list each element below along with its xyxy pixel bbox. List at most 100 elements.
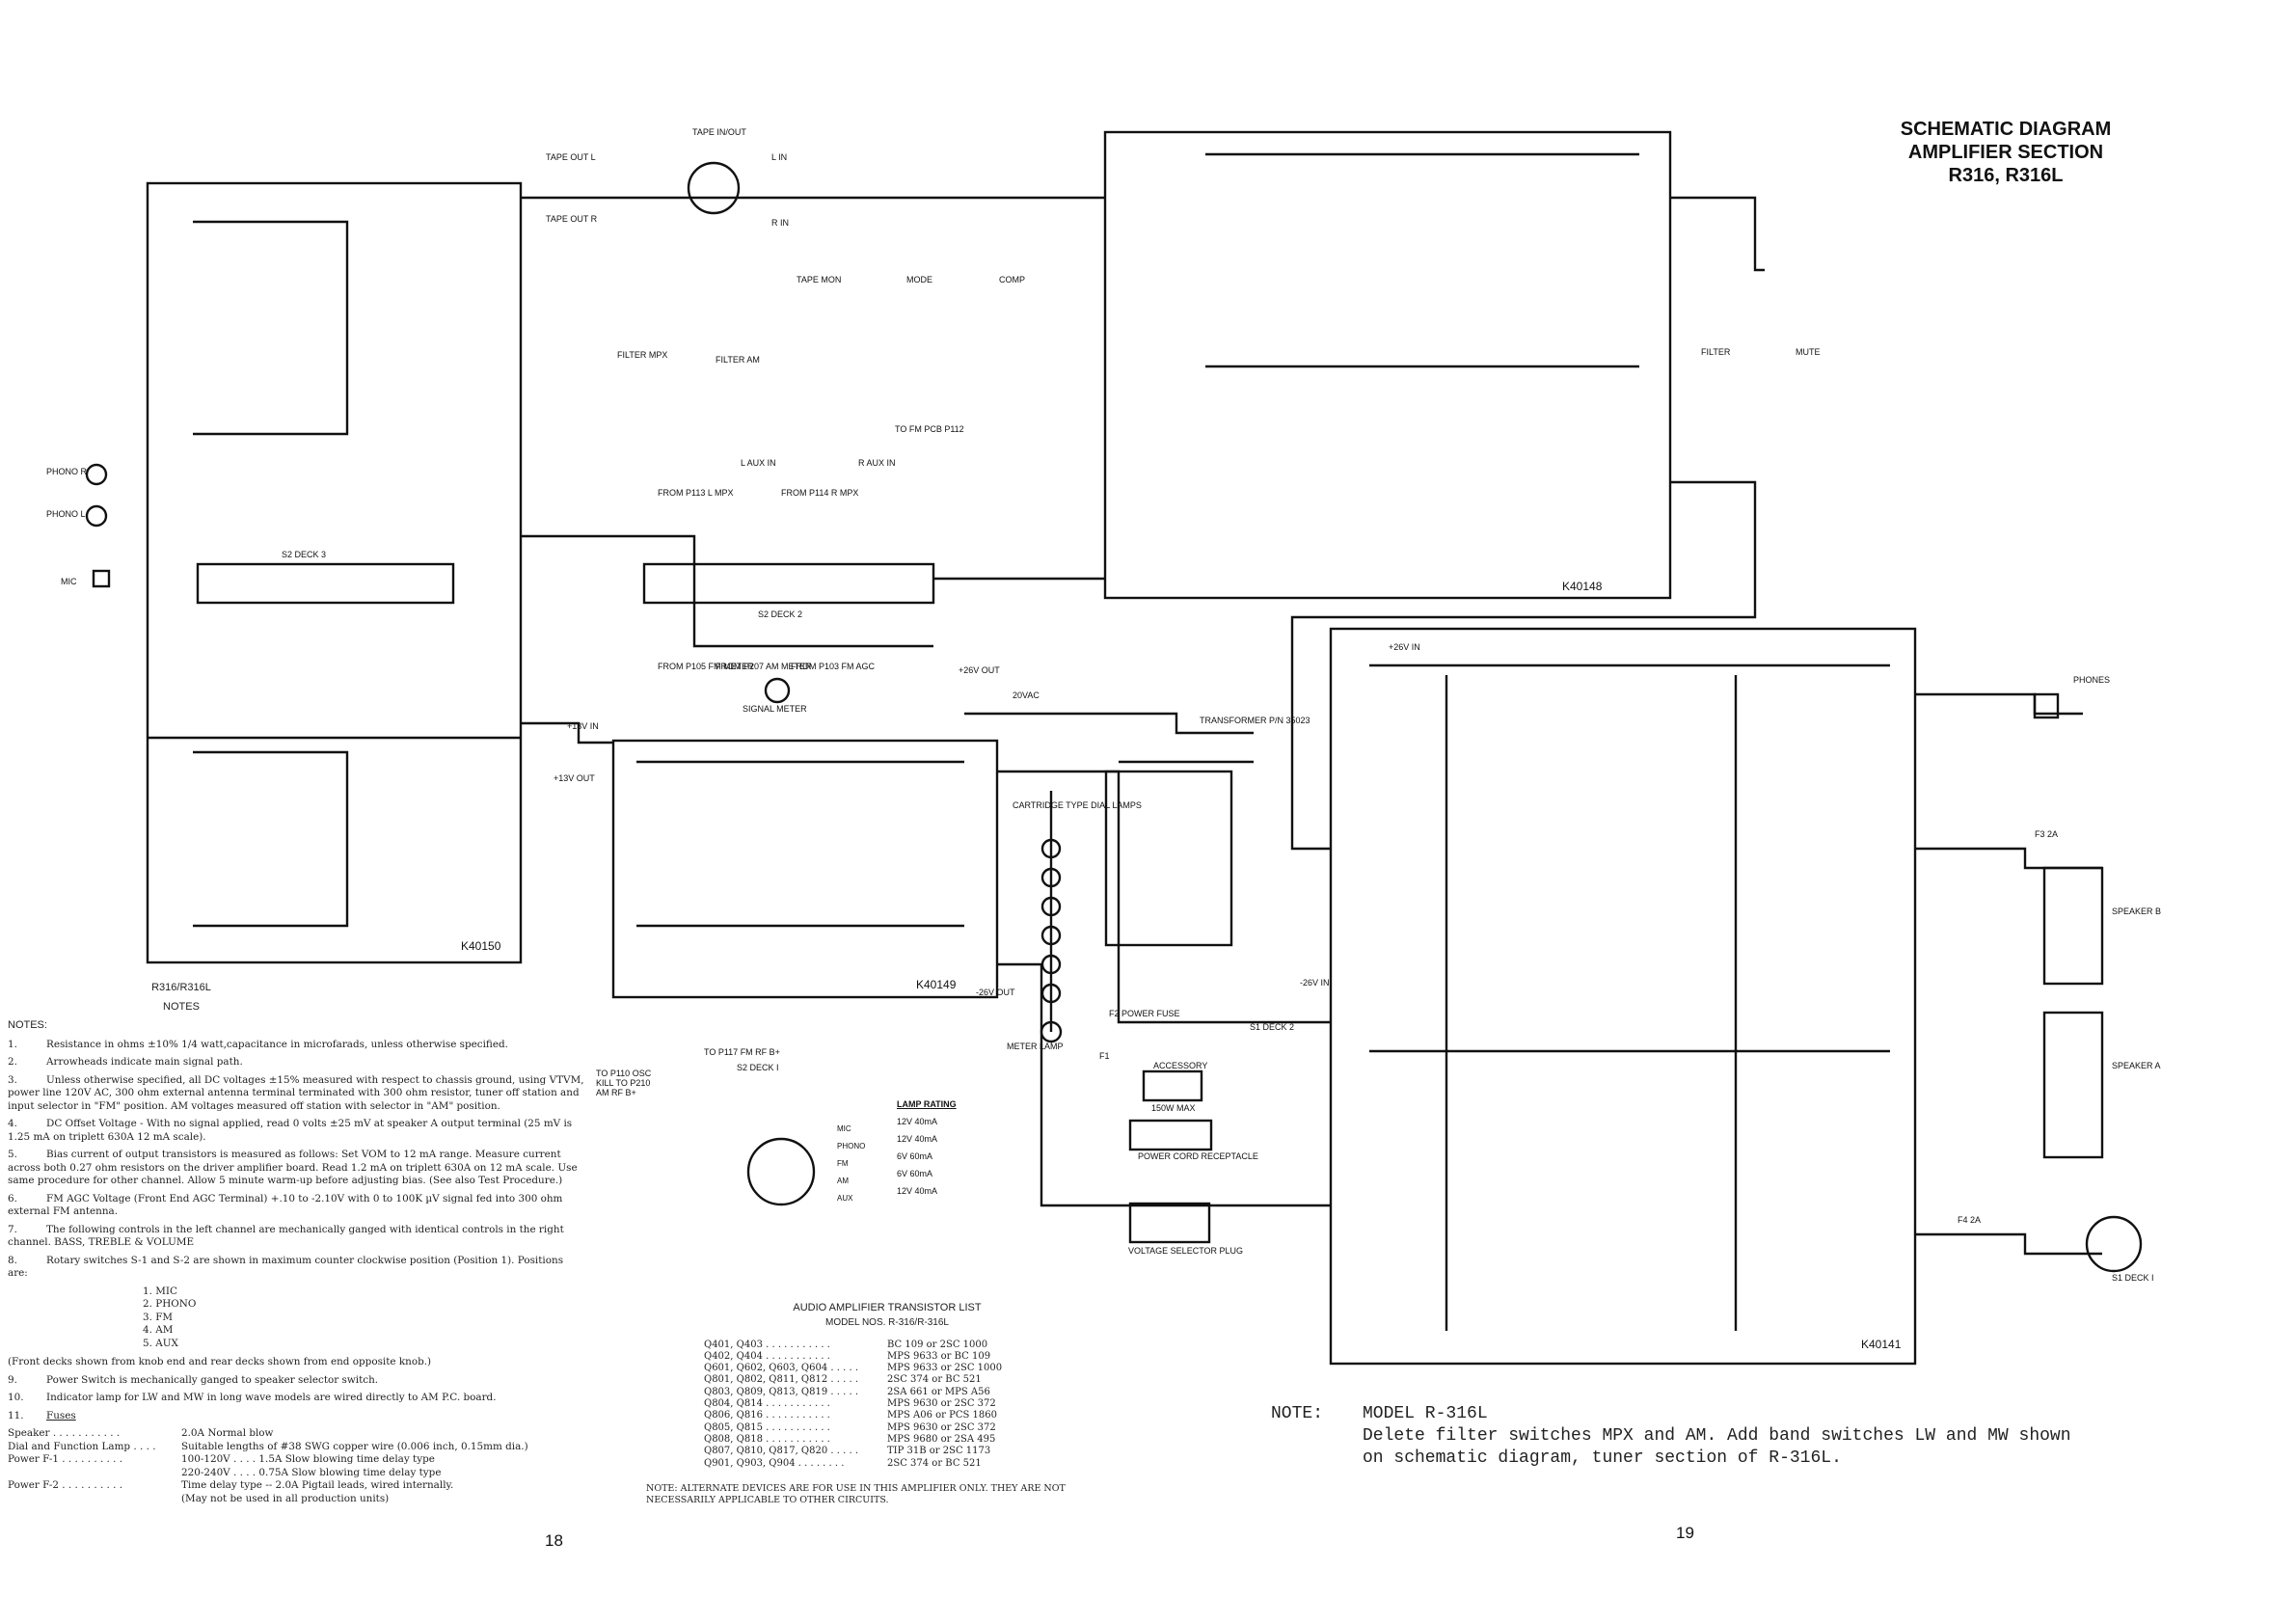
label-phono-l: PHONO L — [46, 509, 86, 519]
label-l-in: L IN — [771, 152, 788, 162]
label-filter-right: FILTER — [1701, 347, 1731, 357]
label-r-aux-in: R AUX IN — [858, 458, 896, 468]
fuse-row: Power F-1 . . . . . . . . . .100-120V . … — [8, 1453, 435, 1465]
fuse-row: Power F-2 . . . . . . . . . .Time delay … — [8, 1479, 454, 1491]
tape-connector — [687, 161, 741, 215]
transistor-row: Q806, Q816 . . . . . . . . . . .MPS A06 … — [704, 1410, 997, 1421]
label-13v-out: +13V OUT — [554, 773, 595, 783]
position-item: 1. MIC — [143, 1285, 177, 1297]
lamp-rating-row: 12V 40mA — [897, 1186, 938, 1196]
lamp-rating-row: 12V 40mA — [897, 1134, 938, 1144]
model-note-line3: on schematic diagram, tuner section of R… — [1363, 1448, 1842, 1468]
speaker-b-terminals — [2042, 866, 2104, 986]
lamp-source: PHONO — [837, 1142, 866, 1150]
label-r-in: R IN — [771, 218, 789, 228]
label-mic: MIC — [61, 577, 77, 586]
board-id-k40149: K40149 — [916, 978, 957, 991]
position-item: 5. AUX — [143, 1337, 178, 1349]
position-item: 4. AM — [143, 1324, 174, 1336]
fuse-row: (May not be used in all production units… — [181, 1492, 390, 1504]
page-number-right: 19 — [1676, 1524, 1694, 1542]
diagram-title: SCHEMATIC DIAGRAM AMPLIFIER SECTION R316… — [1861, 118, 2150, 187]
transistor-row: Q401, Q403 . . . . . . . . . . .BC 109 o… — [704, 1339, 988, 1350]
transistor-row: Q804, Q814 . . . . . . . . . . .MPS 9630… — [704, 1398, 996, 1410]
note-item: 10.Indicator lamp for LW and MW in long … — [8, 1392, 497, 1403]
transistor-row: Q803, Q809, Q813, Q819 . . . . .2SA 661 … — [704, 1386, 990, 1397]
title-line3: R316, R316L — [1948, 165, 2064, 186]
label-meter-lamp: METER LAMP — [1007, 1042, 1064, 1051]
note-item: 4.DC Offset Voltage - With no signal app… — [8, 1118, 573, 1143]
model-note-line2: Delete filter switches MPX and AM. Add b… — [1363, 1426, 2071, 1446]
label-f2: F2 POWER FUSE — [1109, 1009, 1180, 1018]
transistor-row: Q808, Q818 . . . . . . . . . . .MPS 9680… — [704, 1433, 996, 1445]
lamp-source: AM — [837, 1177, 849, 1185]
transistor-footnote: NOTE: ALTERNATE DEVICES ARE FOR USE IN T… — [646, 1482, 1066, 1505]
label-f3: F3 2A — [2035, 829, 2059, 839]
voltage-selector — [1128, 1202, 1211, 1244]
switch-deck2 — [642, 562, 935, 605]
board-tone — [1103, 130, 1672, 600]
label-voltage-selector: VOLTAGE SELECTOR PLUG — [1128, 1246, 1244, 1256]
lamp-source: AUX — [837, 1194, 853, 1203]
label-transformer: TRANSFORMER P/N 35023 — [1200, 716, 1310, 725]
label-accessory: ACCESSORY — [1153, 1061, 1208, 1070]
label-20vac: 20VAC — [1013, 690, 1040, 700]
fuse-table: Speaker . . . . . . . . . . .2.0A Normal… — [8, 1427, 586, 1505]
note-item: 3.Unless otherwise specified, all DC vol… — [8, 1073, 584, 1112]
board-power — [611, 739, 999, 999]
note-item: 9.Power Switch is mechanically ganged to… — [8, 1373, 379, 1386]
label-filter-am: FILTER AM — [716, 355, 760, 365]
phono-r-jack — [85, 463, 108, 486]
note-item: 1.Resistance in ohms ±10% 1/4 watt,capac… — [8, 1038, 508, 1050]
label-to-p117: TO P117 FM RF B+ — [704, 1047, 780, 1057]
label-13v-in: +13V IN — [567, 721, 599, 731]
board-preamp — [146, 181, 523, 964]
phono-l-jack — [85, 504, 108, 528]
notes-section: R316/R316L NOTES NOTES: 1.Resistance in … — [8, 982, 586, 1505]
board-id-k40150: K40150 — [461, 939, 501, 953]
lamp-rating-row: 6V 60mA — [897, 1169, 933, 1178]
s1-deck1-rotary — [2085, 1215, 2143, 1273]
notes-page-header: R316/R316L — [151, 982, 211, 993]
note-item: 7.The following controls in the left cha… — [8, 1223, 564, 1249]
label-speaker-a: SPEAKER A — [2112, 1061, 2161, 1070]
label-phones: PHONES — [2073, 675, 2111, 685]
label-speaker-b: SPEAKER B — [2112, 907, 2162, 916]
label-mode: MODE — [906, 275, 932, 284]
label-signal-meter: SIGNAL METER — [743, 704, 807, 714]
label-neg26v-in: -26V IN — [1300, 978, 1330, 988]
transistor-list-title: AUDIO AMPLIFIER TRANSISTOR LIST — [793, 1302, 982, 1313]
note-item: 2.Arrowheads indicate main signal path. — [8, 1056, 243, 1068]
position-item: 3. FM — [143, 1311, 174, 1323]
mic-jack — [92, 569, 111, 588]
note-item: 11.Fuses — [8, 1409, 76, 1421]
label-neg26v-out: -26V OUT — [976, 988, 1015, 997]
transistor-row: Q801, Q802, Q811, Q812 . . . . .2SC 374 … — [704, 1374, 982, 1386]
lamp-rating-table: LAMP RATING 12V 40mA 12V 40mA 6V 60mA 6V… — [897, 1099, 957, 1196]
board-driver — [1329, 627, 1917, 1366]
label-s2-deck1: S2 DECK I — [737, 1063, 779, 1072]
switch-positions: 1. MIC 2. PHONO 3. FM 4. AM 5. AUX — [143, 1286, 586, 1351]
label-to-p110: TO P110 OSC KILL TO P210 AM RF B+ — [596, 1069, 652, 1097]
notes-header: NOTES — [163, 1000, 200, 1013]
label-f4: F4 2A — [1958, 1215, 1982, 1225]
lamp-rating-row: 6V 60mA — [897, 1151, 933, 1161]
lamp-source: FM — [837, 1159, 849, 1168]
lamp-rating-title: LAMP RATING — [897, 1099, 957, 1109]
fuse-row: Dial and Function Lamp . . . .Suitable l… — [8, 1440, 528, 1452]
label-from-p113: FROM P113 L MPX — [658, 488, 734, 498]
label-from-p114: FROM P114 R MPX — [781, 488, 859, 498]
position-item: 2. PHONO — [143, 1298, 197, 1310]
signal-meter-dial — [764, 677, 791, 704]
model-note-label: NOTE: — [1271, 1404, 1324, 1423]
transistor-row: Q402, Q404 . . . . . . . . . . .MPS 9633… — [704, 1350, 991, 1362]
transistor-row: Q901, Q903, Q904 . . . . . . . .2SC 374 … — [704, 1457, 982, 1469]
power-cord-receptacle — [1128, 1119, 1213, 1151]
switch-deck3 — [196, 562, 455, 605]
transistor-list: AUDIO AMPLIFIER TRANSISTOR LIST MODEL NO… — [646, 1302, 1070, 1506]
dial-lamps — [1040, 791, 1063, 1043]
lamp-sources: MIC PHONO FM AM AUX — [837, 1121, 865, 1207]
label-l-aux-in: L AUX IN — [741, 458, 776, 468]
label-from-p105: FROM P105 FM METER — [658, 662, 754, 671]
s2-deck1-rotary — [746, 1137, 816, 1206]
